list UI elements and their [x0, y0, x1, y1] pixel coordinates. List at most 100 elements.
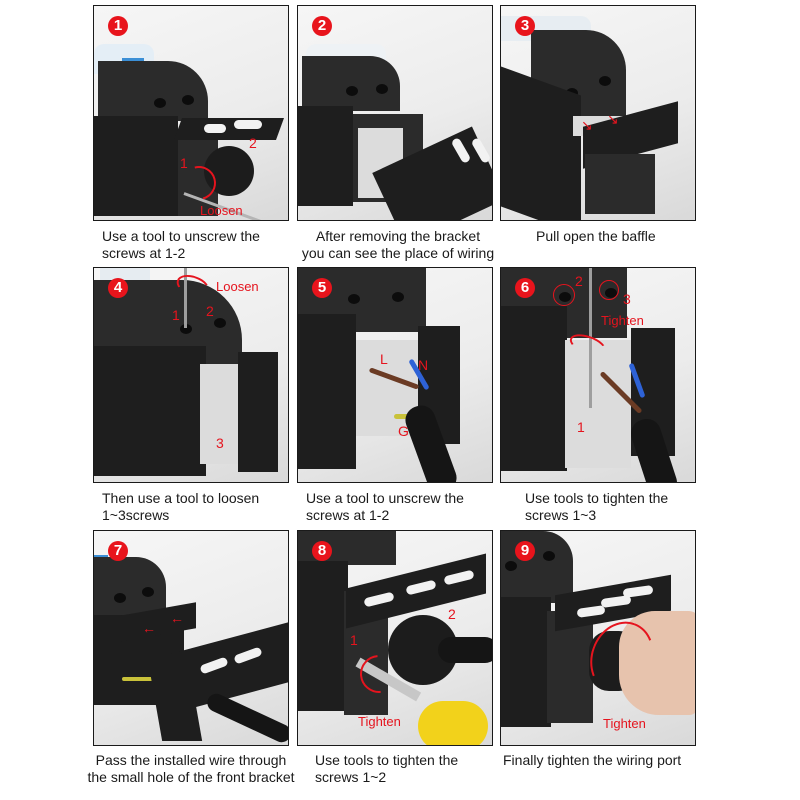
action-label: Tighten — [603, 716, 646, 731]
cable-gland — [204, 146, 254, 196]
caption-line: Then use a tool to loosen — [102, 490, 260, 506]
step-number-badge: 6 — [515, 278, 535, 298]
step-number-badge: 3 — [515, 16, 535, 36]
step-6-caption: Use tools to tighten the screws 1~3 — [525, 490, 735, 524]
blue-strip — [122, 58, 144, 63]
housing-opening — [585, 154, 655, 214]
step-8-panel: 8 1 2 Tighten — [297, 530, 493, 746]
screw-hole — [142, 587, 154, 597]
power-cable — [204, 690, 288, 745]
screw-hole — [182, 95, 194, 105]
end-cap — [547, 611, 593, 723]
mount-block — [302, 56, 400, 111]
caption-line: screws at 1-2 — [102, 245, 186, 261]
screw-hole — [348, 294, 360, 304]
bracket-slot — [204, 124, 226, 133]
pull-arrow-icon: ↘ — [581, 117, 593, 133]
step-2-caption: After removing the bracket you can see t… — [288, 228, 508, 262]
label-screw-1: 1 — [350, 632, 358, 648]
screw-hole — [392, 292, 404, 302]
caption-line: Finally tighten the wiring port — [503, 752, 682, 768]
caption-line: screws 1~2 — [315, 769, 387, 785]
power-cable — [438, 637, 492, 663]
step-1-panel: 1 1 2 Loosen — [93, 5, 289, 221]
label-neutral: N — [418, 357, 429, 373]
label-screw-3: 3 — [623, 291, 631, 307]
screw-hole — [599, 76, 611, 86]
terminal-block — [200, 364, 238, 464]
step-7-caption: Pass the installed wire through the smal… — [78, 752, 304, 786]
step-6-panel: 6 2 3 Tighten 1 — [500, 267, 696, 483]
lamp-body — [298, 561, 348, 711]
step-4-caption: Then use a tool to loosen 1~3screws — [102, 490, 312, 524]
label-live: L — [380, 351, 388, 367]
earth-wire — [122, 677, 162, 681]
step-5-panel: 5 L N G — [297, 267, 493, 483]
label-screw-1: 1 — [180, 155, 188, 171]
caption-line: Use a tool to unscrew the — [102, 228, 260, 244]
screw-hole — [376, 84, 388, 94]
step-9-panel: 9 Tighten — [500, 530, 696, 746]
caption-line: you can see the place of wiring — [301, 245, 495, 261]
housing-channel — [238, 352, 278, 472]
caption-line: Use a tool to unscrew the — [306, 490, 464, 506]
action-label: Loosen — [216, 279, 259, 294]
screw-highlight-ring — [599, 280, 619, 300]
caption-line: Use tools to tighten the — [525, 490, 669, 506]
screw-hole — [505, 561, 517, 571]
screw-hole — [154, 98, 166, 108]
screwdriver — [184, 268, 187, 328]
step-number-badge: 5 — [312, 278, 332, 298]
terminal-block — [565, 340, 631, 468]
mount-block — [94, 557, 166, 617]
screw-hole — [543, 551, 555, 561]
step-number-badge: 7 — [108, 541, 128, 561]
screw-hole — [214, 318, 226, 328]
action-label: Loosen — [200, 203, 243, 218]
label-screw-2: 2 — [575, 273, 583, 289]
screw-highlight-ring — [553, 284, 575, 306]
screw-hole — [180, 324, 192, 334]
bracket-plate — [173, 118, 285, 140]
label-screw-1: 1 — [577, 419, 585, 435]
label-screw-2: 2 — [448, 606, 456, 622]
label-ground: G — [398, 423, 409, 439]
action-label: Tighten — [601, 313, 644, 328]
hand — [619, 611, 695, 715]
lamp-body — [501, 597, 551, 727]
screw-hole — [346, 86, 358, 96]
label-screw-1: 1 — [172, 307, 180, 323]
step-2-panel: 2 — [297, 5, 493, 221]
bracket-slot — [234, 120, 262, 129]
caption-line: screws 1~3 — [525, 507, 597, 523]
caption-line: Pull open the baffle — [536, 228, 656, 244]
action-label: Tighten — [358, 714, 401, 729]
step-5-caption: Use a tool to unscrew the screws at 1-2 — [306, 490, 516, 524]
screw-hole — [114, 593, 126, 603]
label-screw-2: 2 — [249, 135, 257, 151]
lamp-body — [298, 314, 356, 469]
step-number-badge: 2 — [312, 16, 332, 36]
step-number-badge: 1 — [108, 16, 128, 36]
lamp-body — [298, 106, 353, 206]
mount-block — [98, 61, 208, 121]
label-screw-3: 3 — [216, 435, 224, 451]
step-9-caption: Finally tighten the wiring port — [503, 752, 733, 769]
caption-line: Pass the installed wire through — [95, 752, 287, 768]
step-3-caption: Pull open the baffle — [536, 228, 746, 245]
lamp-body — [94, 116, 178, 216]
step-1-caption: Use a tool to unscrew the screws at 1-2 — [102, 228, 312, 262]
step-3-panel: 3 ↘ ↘ — [500, 5, 696, 221]
step-4-panel: 4 1 2 Loosen 3 — [93, 267, 289, 483]
screwdriver-handle — [418, 701, 488, 745]
caption-line: After removing the bracket — [315, 228, 481, 244]
caption-line: screws at 1-2 — [306, 507, 390, 523]
lamp-body — [94, 346, 206, 476]
caption-line: the small hole of the front bracket — [87, 769, 295, 785]
label-screw-2: 2 — [206, 303, 214, 319]
push-arrow-icon: ← — [170, 610, 184, 626]
step-number-badge: 8 — [312, 541, 332, 561]
caption-line: 1~3screws — [102, 507, 170, 523]
step-8-caption: Use tools to tighten the screws 1~2 — [315, 752, 525, 786]
screwdriver — [589, 268, 592, 408]
